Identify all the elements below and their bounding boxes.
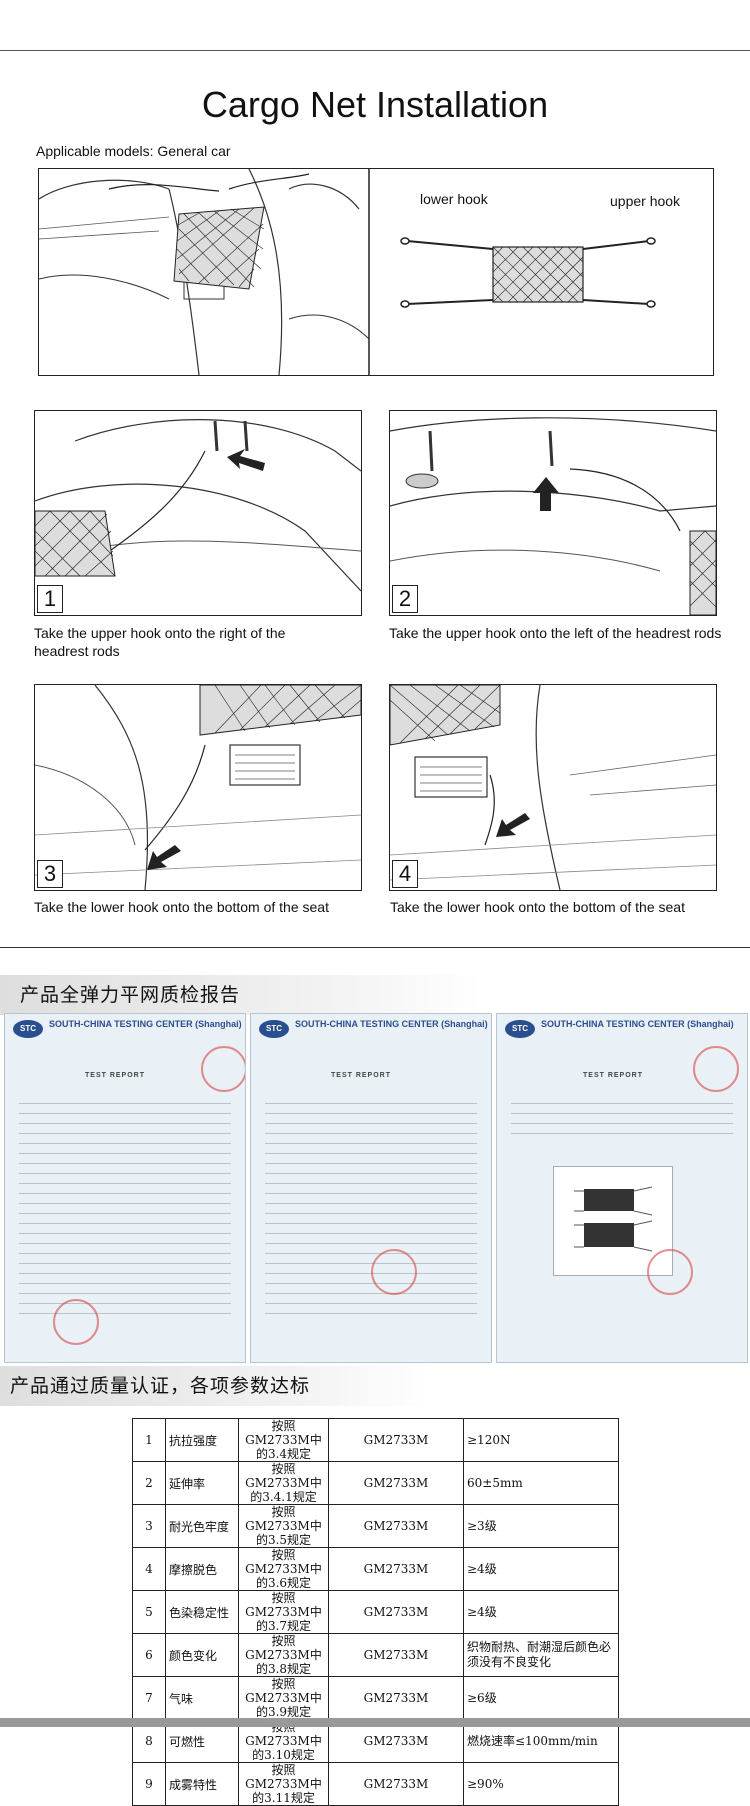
- row-number: 1: [132, 1418, 166, 1462]
- row-number: 3: [132, 1504, 166, 1548]
- test-method: 按照GM2733M中的3.9规定: [238, 1676, 329, 1720]
- test-standard: GM2733M: [328, 1762, 464, 1806]
- table-row: 7 气味 按照GM2733M中的3.9规定 GM2733M ≥6级: [132, 1676, 619, 1720]
- table-row: 2 延伸率 按照GM2733M中的3.4.1规定 GM2733M 60±5mm: [132, 1461, 619, 1505]
- test-standard: GM2733M: [328, 1418, 464, 1462]
- test-result: ≥4级: [463, 1590, 619, 1634]
- lower-hook-label: lower hook: [420, 191, 488, 207]
- test-result: ≥120N: [463, 1418, 619, 1462]
- hook-icon: [400, 237, 656, 308]
- arrow-icon: [227, 449, 265, 471]
- test-method: 按照GM2733M中的3.6规定: [238, 1547, 329, 1591]
- test-result: ≥3级: [463, 1504, 619, 1548]
- test-method: 按照GM2733M中的3.8规定: [238, 1633, 329, 1677]
- table-row: 3 耐光色牢度 按照GM2733M中的3.5规定 GM2733M ≥3级: [132, 1504, 619, 1548]
- table-row: 5 色染稳定性 按照GM2733M中的3.7规定 GM2733M ≥4级: [132, 1590, 619, 1634]
- seat-bottom-left-illustration: [390, 685, 716, 890]
- step-3-caption: Take the lower hook onto the bottom of t…: [34, 899, 329, 915]
- step-number: 2: [392, 585, 418, 613]
- report-label: TEST REPORT: [85, 1072, 146, 1079]
- step-number: 4: [392, 860, 418, 888]
- table-row: 1 抗拉强度 按照GM2733M中的3.4规定 GM2733M ≥120N: [132, 1418, 619, 1462]
- test-method: 按照GM2733M中的3.5规定: [238, 1504, 329, 1548]
- table-row: 6 颜色变化 按照GM2733M中的3.8规定 GM2733M 织物耐热、耐潮湿…: [132, 1633, 619, 1677]
- test-result: 60±5mm: [463, 1461, 619, 1505]
- car-interior-illustration: [39, 169, 656, 375]
- test-standard: GM2733M: [328, 1461, 464, 1505]
- arrow-icon: [147, 845, 181, 870]
- test-item: 耐光色牢度: [165, 1504, 239, 1548]
- stc-logo-icon: STC: [259, 1020, 289, 1038]
- applicable-models: Applicable models: General car: [36, 143, 231, 159]
- test-item: 色染稳定性: [165, 1590, 239, 1634]
- seal-icon: [201, 1046, 245, 1092]
- test-item: 延伸率: [165, 1461, 239, 1505]
- row-number: 2: [132, 1461, 166, 1505]
- cargo-net-photo-icon: [574, 1186, 653, 1252]
- stc-logo-icon: STC: [505, 1020, 535, 1038]
- test-report-3: STC SOUTH-CHINA TESTING CENTER (Shanghai…: [496, 1013, 748, 1363]
- step-4-caption: Take the lower hook onto the bottom of t…: [390, 899, 685, 915]
- test-result: ≥4级: [463, 1547, 619, 1591]
- step-4-panel: 4: [389, 684, 717, 891]
- test-item: 颜色变化: [165, 1633, 239, 1677]
- row-number: 7: [132, 1676, 166, 1720]
- step-1-panel: 1: [34, 410, 362, 616]
- upper-hook-label: upper hook: [610, 193, 681, 209]
- test-item: 气味: [165, 1676, 239, 1720]
- seal-icon: [371, 1249, 417, 1295]
- seat-bottom-illustration: [35, 685, 361, 890]
- row-number: 4: [132, 1547, 166, 1591]
- arrow-icon: [496, 813, 530, 837]
- spec-table: 1 抗拉强度 按照GM2733M中的3.4规定 GM2733M ≥120N 2 …: [132, 1418, 619, 1806]
- test-result: ≥6级: [463, 1676, 619, 1720]
- seal-icon: [693, 1046, 739, 1092]
- arrow-icon: [533, 477, 559, 511]
- test-standard: GM2733M: [328, 1547, 464, 1591]
- seal-icon: [53, 1299, 99, 1345]
- test-item: 摩擦脱色: [165, 1547, 239, 1591]
- row-number: 9: [132, 1762, 166, 1806]
- test-item: 抗拉强度: [165, 1418, 239, 1462]
- table-row: 9 成雾特性 按照GM2733M中的3.11规定 GM2733M ≥90%: [132, 1762, 619, 1806]
- seal-icon: [647, 1249, 693, 1295]
- report-org: SOUTH-CHINA TESTING CENTER (Shanghai): [541, 1019, 734, 1029]
- report-label: TEST REPORT: [583, 1072, 644, 1079]
- report-org: SOUTH-CHINA TESTING CENTER (Shanghai): [295, 1019, 488, 1029]
- spec-heading: 产品通过质量认证，各项参数达标: [0, 1366, 430, 1406]
- step-1-caption: Take the upper hook onto the right of th…: [34, 625, 286, 659]
- headrest-left-illustration: [390, 417, 716, 615]
- step-number: 1: [37, 585, 63, 613]
- test-report-2: STC SOUTH-CHINA TESTING CENTER (Shanghai…: [250, 1013, 492, 1363]
- row-number: 6: [132, 1633, 166, 1677]
- section-divider: [0, 947, 750, 948]
- step-3-panel: 3: [34, 684, 362, 891]
- overview-panel: lower hook upper hook: [38, 168, 714, 376]
- test-standard: GM2733M: [328, 1504, 464, 1548]
- test-report-1: STC SOUTH-CHINA TESTING CENTER (Shanghai…: [4, 1013, 246, 1363]
- test-method: 按照GM2733M中的3.4规定: [238, 1418, 329, 1462]
- test-standard: GM2733M: [328, 1633, 464, 1677]
- report-label: TEST REPORT: [331, 1072, 392, 1079]
- test-result: ≥90%: [463, 1762, 619, 1806]
- test-result: 织物耐热、耐潮湿后颜色必须没有不良变化: [463, 1633, 619, 1677]
- top-divider: [0, 50, 750, 51]
- row-number: 5: [132, 1590, 166, 1634]
- step-2-caption: Take the upper hook onto the left of the…: [389, 625, 722, 641]
- test-method: 按照GM2733M中的3.4.1规定: [238, 1461, 329, 1505]
- step-2-panel: 2: [389, 410, 717, 616]
- headrest-right-illustration: [35, 419, 361, 592]
- step-number: 3: [37, 860, 63, 888]
- test-standard: GM2733M: [328, 1676, 464, 1720]
- test-item: 成雾特性: [165, 1762, 239, 1806]
- test-standard: GM2733M: [328, 1590, 464, 1634]
- test-method: 按照GM2733M中的3.11规定: [238, 1762, 329, 1806]
- report-org: SOUTH-CHINA TESTING CENTER (Shanghai): [49, 1019, 242, 1029]
- table-row: 4 摩擦脱色 按照GM2733M中的3.6规定 GM2733M ≥4级: [132, 1547, 619, 1591]
- stc-logo-icon: STC: [13, 1020, 43, 1038]
- bottom-bar: [0, 1718, 750, 1727]
- reports-heading: 产品全弹力平网质检报告: [0, 975, 482, 1015]
- test-method: 按照GM2733M中的3.7规定: [238, 1590, 329, 1634]
- page-title: Cargo Net Installation: [201, 84, 549, 125]
